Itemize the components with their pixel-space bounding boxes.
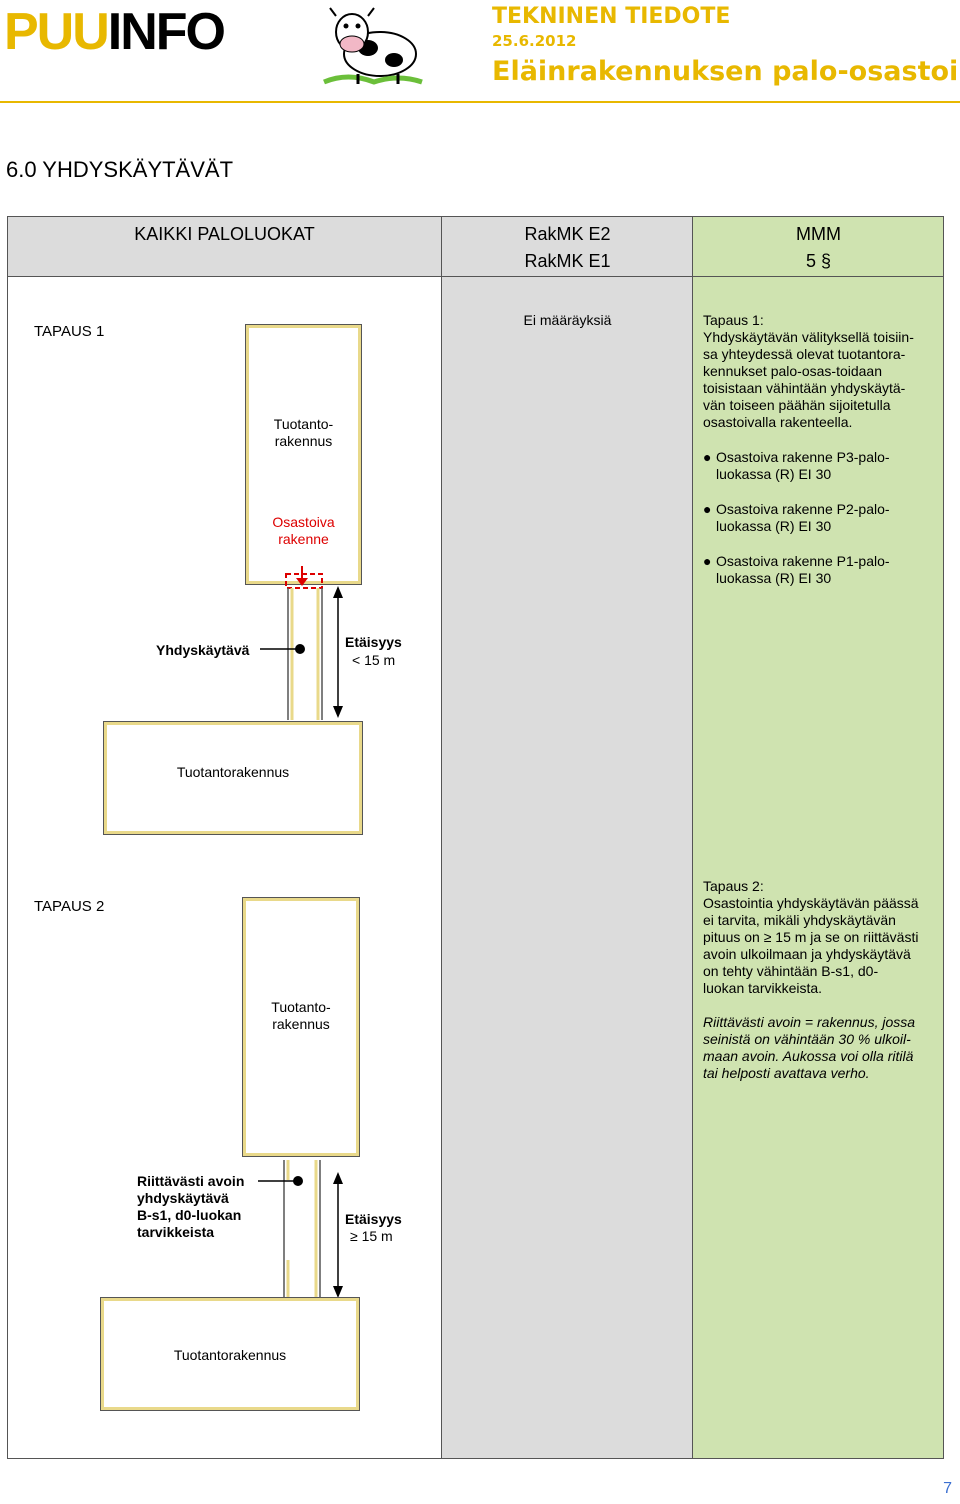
header-paragraph: 5 §	[805, 251, 832, 271]
doc-title: Eläinrakennuksen palo-osastointi	[492, 56, 960, 87]
header-mmm: MMM	[796, 224, 841, 244]
header-rakmk-e1: RakMK E1	[524, 251, 611, 271]
list-item: ●Osastoiva rakenne P1-palo- luokassa (R)…	[703, 553, 939, 587]
case1-building-top	[245, 324, 362, 585]
case1-building-bottom	[103, 721, 363, 835]
bullet-icon: ●	[703, 449, 712, 465]
header-rakmk-e2: RakMK E2	[524, 224, 611, 244]
case2-text: Osastointia yhdyskäytävän päässä ei tarv…	[703, 895, 919, 996]
header-cell-rakmk	[442, 216, 693, 277]
column-all-classes	[7, 277, 442, 1459]
section-title: 6.0 YHDYSKÄYTÄVÄT	[6, 157, 234, 182]
header-cell-mmm	[693, 216, 944, 277]
column-rakmk	[442, 277, 693, 1459]
no-regulations-text: Ei määräyksiä	[523, 312, 612, 328]
case1-label: TAPAUS 1	[34, 323, 105, 340]
case2-building-bottom-label: Tuotantorakennus	[173, 1347, 287, 1363]
case2-distance-label: Etäisyys	[345, 1211, 402, 1227]
case1-corridor-label: Yhdyskäytävä	[156, 642, 250, 658]
case1-distance-value: < 15 m	[352, 652, 396, 668]
case2-title: Tapaus 2:	[703, 878, 764, 894]
case1-separator-label: Osastoiva rakenne	[272, 514, 335, 547]
case1-distance-label: Etäisyys	[345, 634, 402, 650]
case2-building-top	[242, 897, 360, 1157]
puuinfo-logo: PUUINFO	[4, 2, 226, 62]
case2-note: Riittävästi avoin = rakennus, jossa sein…	[703, 1014, 916, 1081]
case2-building-top-label: Tuotanto- rakennus	[271, 999, 331, 1032]
case1-bullet-list: ●Osastoiva rakenne P3-palo- luokassa (R)…	[703, 449, 939, 587]
case1-title: Tapaus 1:	[703, 312, 764, 328]
separator-wall-icon	[285, 573, 323, 589]
case2-label: TAPAUS 2	[34, 898, 105, 915]
case1-description: Tapaus 1: Yhdyskäytävän välityksellä toi…	[703, 312, 939, 431]
header-rule	[0, 101, 960, 103]
logo-text-info: INFO	[107, 3, 226, 61]
list-item: ●Osastoiva rakenne P3-palo- luokassa (R)…	[703, 449, 939, 483]
bullet-text: Osastoiva rakenne P2-palo- luokassa (R) …	[716, 501, 890, 534]
doc-date: 25.6.2012	[492, 32, 577, 50]
header-cell-all-classes	[7, 216, 442, 277]
case1-corridor-diagram	[260, 566, 343, 720]
case1-building-top-label: Tuotanto- rakennus	[273, 416, 334, 449]
bullet-icon: ●	[703, 553, 712, 569]
case2-corridor-label: Riittävästi avoin yhdyskäytävä B-s1, d0-…	[137, 1173, 245, 1240]
case2-distance-value: ≥ 15 m	[350, 1228, 393, 1244]
logo-text-puu: PUU	[4, 3, 110, 61]
page-number: 7	[943, 1480, 952, 1497]
header-all-classes: KAIKKI PALOLUOKAT	[134, 224, 315, 244]
doc-type: TEKNINEN TIEDOTE	[492, 4, 731, 29]
bullet-text: Osastoiva rakenne P1-palo- luokassa (R) …	[716, 553, 890, 586]
column-mmm	[693, 277, 944, 1459]
cow-icon	[323, 7, 423, 85]
case1-text: Yhdyskäytävän välityksellä toisiin- sa y…	[703, 329, 914, 430]
bullet-text: Osastoiva rakenne P3-palo- luokassa (R) …	[716, 449, 890, 482]
bullet-icon: ●	[703, 501, 712, 517]
case2-building-bottom	[100, 1297, 360, 1411]
case1-building-bottom-label: Tuotantorakennus	[176, 764, 290, 780]
case2-description: Tapaus 2: Osastointia yhdyskäytävän pääs…	[703, 878, 939, 1082]
list-item: ●Osastoiva rakenne P2-palo- luokassa (R)…	[703, 501, 939, 535]
case2-corridor-diagram	[258, 1160, 343, 1300]
